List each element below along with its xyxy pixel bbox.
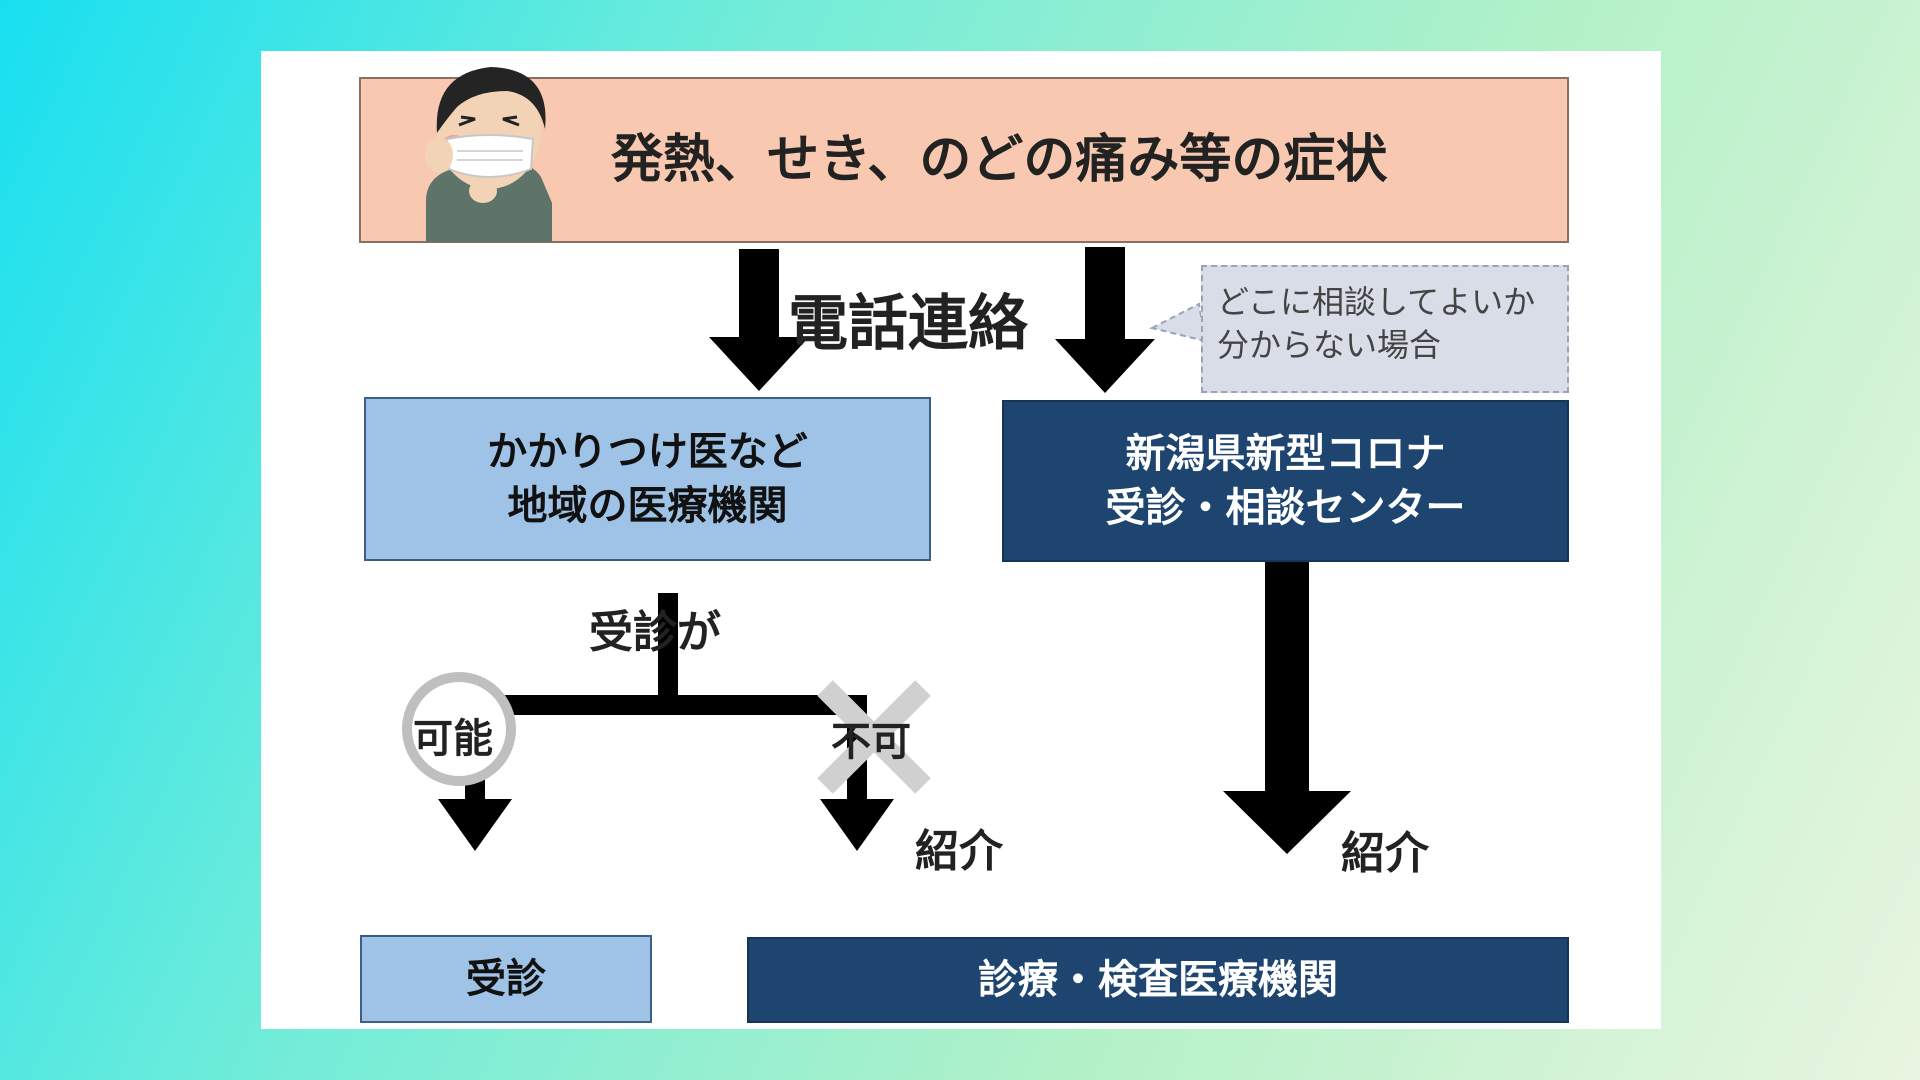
arrow-referral-right xyxy=(1223,546,1351,854)
callout-line-1: どこに相談してよいか xyxy=(1217,283,1536,321)
family-doctor-box: かかりつけ医など 地域の医療機関 xyxy=(364,397,931,561)
testing-institution-box: 診療・検査医療機関 xyxy=(747,937,1569,1023)
person-icon xyxy=(425,67,552,242)
referral-left-label: 紹介 xyxy=(915,826,1003,877)
consult-text: 受診 xyxy=(466,956,546,1002)
family-doctor-line-2: 地域の医療機関 xyxy=(507,483,788,529)
testing-text: 診療・検査医療機関 xyxy=(978,957,1338,1003)
arrow-phone-left xyxy=(709,249,809,391)
possible-circle xyxy=(402,672,516,786)
phone-contact-label: 電話連絡 xyxy=(788,289,1028,359)
possible-label: 可能 xyxy=(413,716,493,762)
masked-person-illustration xyxy=(425,67,552,242)
symptoms-box: 発熱、せき、のどの痛み等の症状 xyxy=(359,77,1569,243)
not-possible-label: 不可 xyxy=(831,719,911,765)
family-doctor-line-1: かかりつけ医など xyxy=(487,429,808,475)
flow-arrows xyxy=(402,247,1351,854)
diagram-card: 発熱、せき、のどの痛み等の症状 電話連絡 xyxy=(261,51,1661,1029)
not-possible-cross xyxy=(817,680,931,794)
symptoms-text: 発熱、せき、のどの痛み等の症状 xyxy=(611,129,1388,190)
center-line-1: 新潟県新型コロナ xyxy=(1125,431,1446,477)
center-line-2: 受診・相談センター xyxy=(1105,485,1466,531)
unsure-callout: どこに相談してよいか 分からない場合 xyxy=(1201,265,1569,393)
consult-box: 受診 xyxy=(360,935,652,1023)
consultation-center-box: 新潟県新型コロナ 受診・相談センター xyxy=(1002,400,1569,562)
referral-right-label: 紹介 xyxy=(1341,828,1429,879)
arrow-phone-right xyxy=(1055,247,1155,393)
callout-line-2: 分からない場合 xyxy=(1217,326,1442,365)
consultation-prompt-label: 受診が xyxy=(589,607,721,658)
